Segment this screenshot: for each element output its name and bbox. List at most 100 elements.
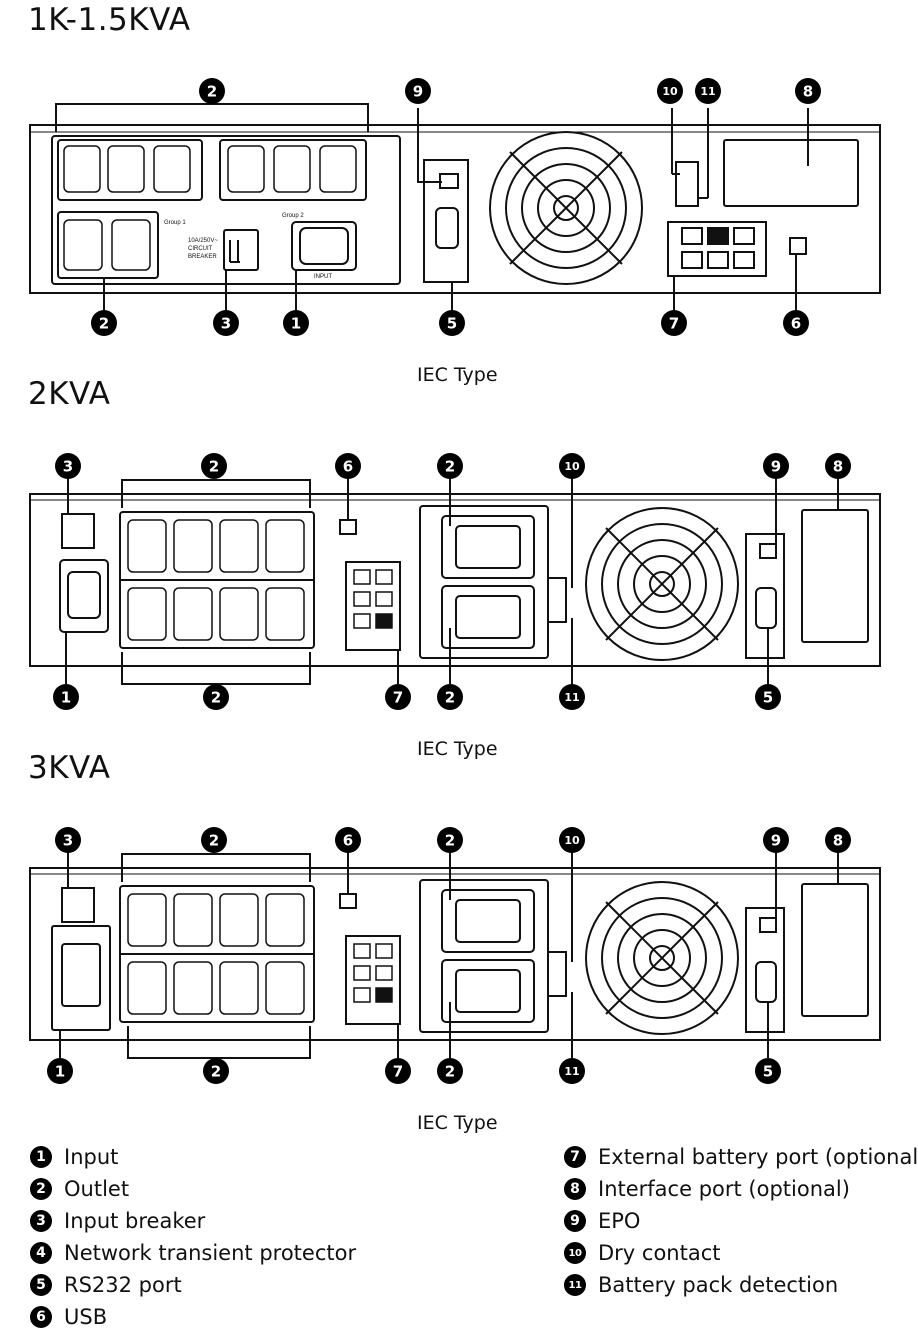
chassis-3kva (29, 867, 881, 1041)
svg-text:1: 1 (55, 1063, 65, 1081)
callout-10: 10 (662, 85, 678, 98)
badge-10-icon: 10 (564, 1242, 586, 1264)
section-title-1k: 1K-1.5KVA (28, 2, 191, 38)
svg-text:7: 7 (393, 1063, 403, 1081)
badge-9-icon: 9 (564, 1210, 586, 1232)
legend-item-network-protector: 4 Network transient protector (30, 1241, 356, 1265)
fan-3kva (585, 881, 739, 1035)
group1-label: Group 1 (164, 220, 186, 226)
legend-label: Network transient protector (64, 1241, 357, 1265)
input-socket-1k (291, 221, 357, 271)
svg-text:1: 1 (61, 689, 71, 707)
svg-text:9: 9 (771, 832, 781, 850)
svg-text:8: 8 (833, 458, 843, 476)
rs232-port-2kva (755, 587, 777, 629)
svg-text:11: 11 (564, 691, 579, 704)
callout-2-bottom: 2 (99, 315, 109, 333)
svg-text:10: 10 (564, 834, 580, 847)
legend-item-outlet: 2 Outlet (30, 1177, 129, 1201)
badge-5-icon: 5 (30, 1274, 52, 1296)
legend-item-battery-detection: 11 Battery pack detection (564, 1273, 838, 1297)
svg-text:2: 2 (209, 458, 219, 476)
interface-slot-2kva (801, 509, 869, 643)
chassis-2kva (29, 493, 881, 667)
input-label: INPUT (314, 274, 332, 280)
legend-label: Outlet (64, 1177, 130, 1201)
badge-2-icon: 2 (30, 1178, 52, 1200)
legend-label: Input breaker (64, 1209, 206, 1233)
rear-panel-diagram-3kva: 3 2 6 2 10 9 8 1 2 7 2 11 5 (29, 827, 881, 1084)
breaker-label-line1: 10A/250V~ (188, 238, 218, 244)
input-socket-3kva (51, 925, 111, 1031)
svg-text:8: 8 (833, 832, 843, 850)
rear-panel-diagram-1k: Group 1 Group 2 10A/250V~ CIRCUIT BREAKE… (29, 78, 881, 336)
callout-1: 1 (291, 315, 301, 333)
svg-text:3: 3 (63, 832, 73, 850)
badge-8-icon: 8 (564, 1178, 586, 1200)
legend-item-usb: 6 USB (30, 1305, 107, 1329)
legend-label: EPO (598, 1209, 641, 1233)
legend-item-input-breaker: 3 Input breaker (30, 1209, 205, 1233)
callout-8: 8 (803, 83, 813, 101)
c19-panel-2kva (419, 505, 549, 659)
section-caption-3kva: IEC Type (417, 1112, 498, 1134)
c19-panel-3kva (419, 879, 549, 1033)
legend-label: Dry contact (598, 1241, 721, 1265)
interface-slot-3kva (801, 883, 869, 1017)
svg-text:2: 2 (211, 689, 221, 707)
svg-text:2: 2 (445, 832, 455, 850)
callout-6: 6 (791, 315, 801, 333)
breaker-label-line2: CIRCUIT (188, 246, 213, 252)
external-battery-port-3kva (345, 935, 401, 1025)
legend-label: USB (64, 1305, 108, 1329)
legend-label: Input (64, 1145, 119, 1169)
badge-11-icon: 11 (564, 1274, 586, 1296)
legend-label: External battery port (optional) (598, 1145, 918, 1169)
section-caption-2kva: IEC Type (417, 738, 498, 760)
breaker-label-line3: BREAKER (188, 254, 217, 260)
svg-text:6: 6 (343, 458, 353, 476)
legend-label: RS232 port (64, 1273, 182, 1297)
external-battery-port-2kva (345, 561, 401, 651)
rs232-port-1k (435, 207, 459, 249)
usb-port-3kva (339, 893, 357, 909)
rs232-port-3kva (755, 961, 777, 1003)
section-caption-1k: IEC Type (417, 364, 498, 386)
badge-3-icon: 3 (30, 1210, 52, 1232)
svg-text:5: 5 (763, 689, 773, 707)
fan-1k (489, 131, 643, 285)
svg-text:10: 10 (564, 460, 580, 473)
svg-text:7: 7 (393, 689, 403, 707)
callout-9: 9 (413, 83, 423, 101)
legend-label: Battery pack detection (598, 1273, 839, 1297)
legend-label: Interface port (optional) (598, 1177, 850, 1201)
legend-item-input: 1 Input (30, 1145, 118, 1169)
callout-5: 5 (447, 315, 457, 333)
fan-2kva (585, 507, 739, 661)
callout-7: 7 (669, 315, 679, 333)
svg-text:2: 2 (445, 458, 455, 476)
badge-7-icon: 7 (564, 1146, 586, 1168)
badge-6-icon: 6 (30, 1306, 52, 1328)
legend-item-battery-port: 7 External battery port (optional) (564, 1145, 918, 1169)
legend-item-epo: 9 EPO (564, 1209, 640, 1233)
svg-text:2: 2 (445, 1063, 455, 1081)
svg-text:11: 11 (564, 1065, 579, 1078)
usb-port-2kva (339, 519, 357, 535)
section-title-3kva: 3KVA (28, 750, 111, 786)
group2-label: Group 2 (282, 213, 304, 219)
legend-item-rs232: 5 RS232 port (30, 1273, 182, 1297)
interface-slot-1k (723, 139, 859, 207)
svg-text:3: 3 (63, 458, 73, 476)
svg-text:9: 9 (771, 458, 781, 476)
legend-item-dry-contact: 10 Dry contact (564, 1241, 721, 1265)
usb-port-1k (789, 237, 807, 255)
external-battery-port-1k (667, 221, 767, 277)
callout-11: 11 (700, 85, 715, 98)
svg-text:2: 2 (445, 689, 455, 707)
rear-panel-diagram-2kva: 3 2 6 2 10 9 8 1 2 7 2 11 5 (29, 453, 881, 710)
chassis-1k (29, 124, 881, 294)
breaker-switch-1k (223, 229, 259, 271)
callout-2-top: 2 (207, 83, 217, 101)
dry-contact-terminal-1k (675, 161, 699, 207)
